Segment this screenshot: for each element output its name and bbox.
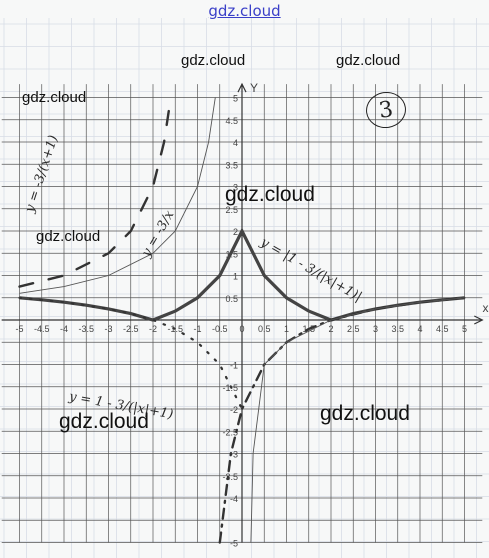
watermark: gdz.cloud [22,89,87,106]
y-tick-label: -1 [230,361,238,371]
y-tick-label: 3 [233,183,238,193]
watermark: gdz.cloud [225,183,315,206]
x-tick-label: -0.5 [212,324,228,334]
y-tick-label: 4.5 [225,116,238,126]
annotations: y = -3/(x+1)y = -3/xy = |1 - 3/(|x|+1)|y… [22,134,364,423]
y-tick-label: -2.5 [222,427,238,437]
watermark: gdz.cloud [181,52,246,69]
watermark: gdz.cloud [59,410,149,433]
x-tick-label: 0 [239,324,244,334]
x-tick-label: 2 [328,324,333,334]
x-tick-label: 1 [284,324,289,334]
watermark: gdz.cloud [36,228,101,245]
watermark: gdz.cloud [336,52,401,69]
y-tick-label: 3.5 [225,160,238,170]
y-axis-label: Y [250,81,258,95]
x-axis-label: x [483,301,489,315]
x-tick-label: -3 [104,324,112,334]
series-line-3 [19,97,216,294]
y-tick-label: -4 [230,494,238,504]
x-tick-label: -2.5 [123,324,139,334]
x-tick-label: -4 [60,324,68,334]
x-tick-label: -1 [193,324,201,334]
y-tick-label: -2 [230,405,238,415]
series-line-5 [18,96,173,288]
x-axis-arrow [474,315,484,325]
x-tick-label: 4 [417,324,422,334]
y-tick-label: -3 [230,450,238,460]
y-tick-label: 2 [233,227,238,237]
series-line-4 [250,297,465,543]
site-header-link[interactable]: gdz.cloud [208,2,281,20]
axes: Yx [1,81,489,543]
y-axis-arrow [237,82,247,93]
x-tick-label: 0.5 [258,324,271,334]
watermark: gdz.cloud [320,402,410,425]
x-tick-label: 5 [462,324,467,334]
x-tick-label: 4.5 [436,324,449,334]
y-tick-label: 0.5 [225,294,238,304]
y-tick-label: 1 [233,272,238,282]
y-tick-label: 2.5 [225,205,238,215]
task-number: 3 [377,96,395,124]
x-tick-label: -2 [149,324,157,334]
series-group [18,96,466,544]
x-tick-label: 3.5 [391,324,404,334]
y-tick-label: 5 [233,94,238,104]
y-tick-label: -3.5 [222,472,238,482]
y-tick-label: 4 [233,138,238,148]
x-tick-label: -4.5 [34,324,50,334]
series-line-1 [18,296,244,411]
x-tick-label: 3 [373,324,378,334]
x-tick-label: -5 [15,324,23,334]
x-tick-label: 2.5 [347,324,360,334]
y-tick-label: -5 [230,539,238,549]
x-tick-label: -3.5 [78,324,94,334]
